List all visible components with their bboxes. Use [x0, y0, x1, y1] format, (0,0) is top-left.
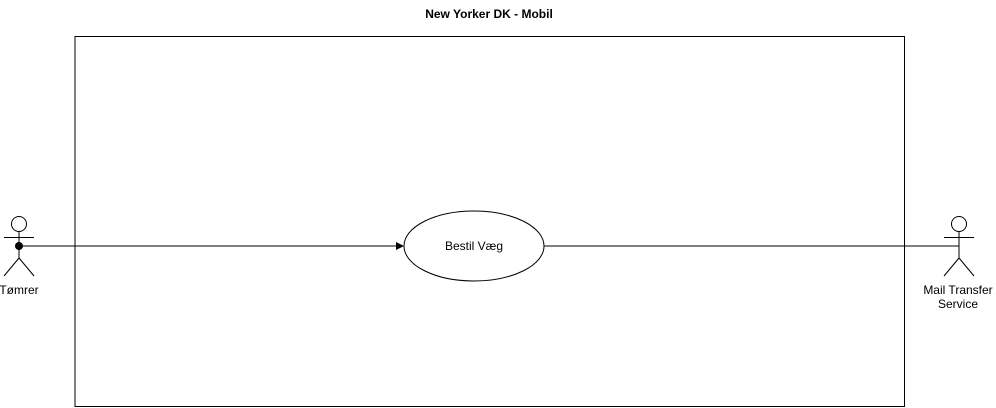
use-case-ellipse[interactable]	[403, 210, 545, 282]
association-arrowhead	[396, 242, 404, 250]
use-case-label: Bestil Væg	[445, 239, 503, 253]
system-title: New Yorker DK - Mobil	[425, 7, 553, 21]
actor-label-tomrer: Tømrer	[0, 283, 39, 297]
actor-label-mail-transfer: Mail Transfer	[923, 283, 992, 297]
stick-figure-icon	[3, 216, 35, 277]
system-boundary	[74, 36, 905, 407]
actor-mail-transfer-service[interactable]: Mail Transfer Service	[923, 216, 993, 312]
use-case-bestil-vaeg[interactable]: Bestil Væg	[403, 210, 545, 282]
actor-tomrer[interactable]: Tømrer	[0, 216, 39, 298]
actor-label-service: Service	[938, 297, 978, 311]
stick-figure-icon	[943, 216, 975, 277]
